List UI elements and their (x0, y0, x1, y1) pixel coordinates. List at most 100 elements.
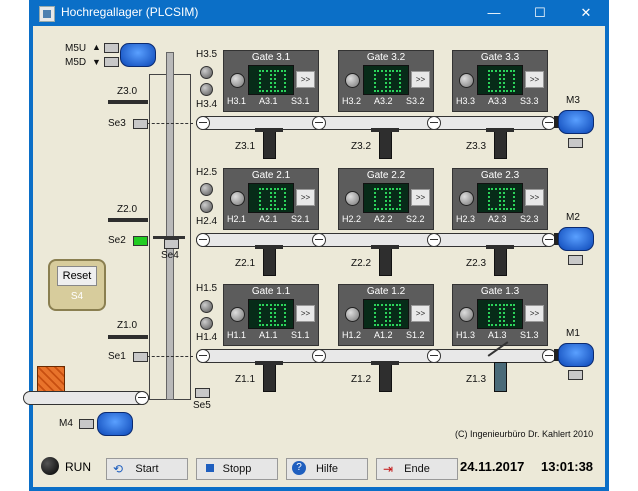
z12-bar (371, 361, 399, 365)
se3-label: Se3 (108, 118, 126, 129)
m3-motor (558, 110, 594, 134)
z10-piston (108, 335, 148, 339)
m1-label: M1 (566, 328, 580, 339)
stop-label: Stopp (222, 463, 252, 475)
fast-forward-button[interactable]: >> (411, 189, 430, 206)
fast-forward-button[interactable]: >> (296, 189, 315, 206)
minimize-button[interactable]: — (487, 5, 501, 20)
end-button[interactable]: ⇥Ende (376, 458, 458, 480)
gate-knob[interactable] (459, 191, 474, 206)
gate-knob[interactable] (345, 191, 360, 206)
z20-label: Z2.0 (117, 204, 138, 215)
run-label: RUN (65, 460, 91, 474)
se4-label: Se4 (161, 250, 179, 261)
end-label: Ende (404, 463, 430, 475)
fast-forward-button[interactable]: >> (296, 305, 315, 322)
h35-label: H3.5 (196, 49, 218, 60)
gate-knob[interactable] (459, 307, 474, 322)
z33-bar (486, 128, 514, 132)
help-label: Hilfe (315, 463, 338, 475)
fast-forward-button[interactable]: >> (296, 71, 315, 88)
fast-forward-button[interactable]: >> (525, 71, 544, 88)
help-button[interactable]: ? Hilfe (286, 458, 368, 480)
gate-knob[interactable] (345, 73, 360, 88)
help-icon: ? (292, 461, 306, 475)
run-indicator (41, 457, 59, 475)
gate-a-label: A1.3 (488, 330, 507, 340)
gate-h-label: H2.3 (456, 214, 476, 224)
m1-indicator (568, 370, 583, 380)
m5d-label: M5D (65, 57, 87, 68)
reset-panel: Reset S4 (48, 259, 106, 311)
fast-forward-button[interactable]: >> (411, 71, 430, 88)
fast-forward-button[interactable]: >> (411, 305, 430, 322)
elevator-column (166, 52, 174, 400)
gate-knob[interactable] (230, 307, 245, 322)
h15-lamp (200, 300, 213, 313)
roller (196, 233, 210, 247)
z33-piston (494, 129, 507, 159)
gate-a-label: A3.2 (374, 96, 393, 106)
app-window: Hochregallager (PLCSIM) — ☐ ✕ M5U ▲ M5D … (23, 0, 609, 491)
maximize-button[interactable]: ☐ (534, 5, 546, 20)
roller (427, 116, 441, 130)
stop-button[interactable]: Stopp (196, 458, 278, 480)
se3-sensor (133, 119, 148, 129)
gate-s-label: S1.2 (406, 330, 425, 340)
h24-lamp-upper (200, 200, 213, 213)
gate-s-label: S1.3 (520, 330, 539, 340)
time-display: 13:01:38 (541, 459, 594, 474)
z30-piston (108, 100, 148, 104)
z11-label: Z1.1 (235, 374, 256, 385)
m4-indicator (79, 419, 94, 429)
se1-link (147, 356, 193, 357)
roller (196, 349, 210, 363)
gate-knob[interactable] (345, 307, 360, 322)
copyright: (C) Ingenieurbüro Dr. Kahlert 2010 (455, 429, 594, 439)
z31-label: Z3.1 (235, 141, 256, 152)
z11-bar (255, 361, 283, 365)
m1-motor (558, 343, 594, 367)
title-bar: Hochregallager (PLCSIM) — ☐ ✕ (29, 0, 609, 26)
gate-knob[interactable] (459, 73, 474, 88)
m5u-button[interactable] (104, 43, 119, 53)
close-button[interactable]: ✕ (580, 5, 592, 20)
fast-forward-button[interactable]: >> (525, 189, 544, 206)
gate-s-label: S2.2 (406, 214, 425, 224)
start-button[interactable]: ⟲Start (106, 458, 188, 480)
s4-label: S4 (70, 291, 84, 302)
app-icon (39, 6, 55, 22)
gate-s-label: S2.1 (291, 214, 310, 224)
se5-label: Se5 (193, 400, 211, 411)
z30-label: Z3.0 (117, 86, 138, 97)
gate-knob[interactable] (230, 73, 245, 88)
gate-h-label: H3.3 (456, 96, 476, 106)
reset-button[interactable]: Reset (57, 266, 97, 286)
gate-display (477, 65, 523, 95)
gate-h-label: H2.1 (227, 214, 247, 224)
gate-display (248, 183, 294, 213)
h35-lamp (200, 66, 213, 79)
gate-display (477, 299, 523, 329)
m3-label: M3 (566, 95, 580, 106)
fast-forward-button[interactable]: >> (525, 305, 544, 322)
gate-a-label: A3.1 (259, 96, 278, 106)
motor-shaft (554, 349, 559, 361)
h34-label: H3.4 (196, 99, 218, 110)
arrow-up-icon: ▲ (92, 42, 101, 52)
z13-label: Z1.3 (466, 374, 487, 385)
motor-shaft (554, 233, 559, 245)
h25-lamp (200, 183, 213, 196)
m5d-button[interactable] (104, 57, 119, 67)
start-label: Start (135, 463, 159, 475)
h14-lamp-upper (200, 317, 213, 330)
h25-label: H2.5 (196, 167, 218, 178)
gate-a-label: A2.2 (374, 214, 393, 224)
z31-piston (263, 129, 276, 159)
gate-title: Gate 1.3 (480, 286, 520, 297)
z21-piston (263, 246, 276, 276)
gate-knob[interactable] (230, 191, 245, 206)
